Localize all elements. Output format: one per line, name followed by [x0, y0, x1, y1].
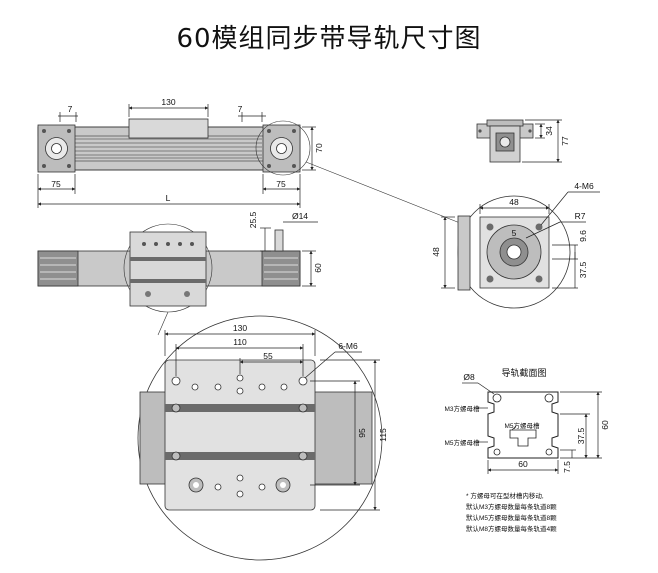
dim-75-right: 75 [276, 179, 286, 189]
dim-70: 70 [314, 143, 324, 153]
rail-note-3: 默认M5方螺母数量每条轨道8颗 [466, 513, 557, 522]
dim-55: 55 [263, 351, 273, 361]
dim-d8: Ø8 [463, 372, 475, 382]
page-title: 60模组同步带导轨尺寸图 [176, 24, 482, 54]
dim-75-left: 75 [51, 179, 61, 189]
dim-37-5-rail: 37.5 [576, 427, 586, 444]
dim-4-m6: 4-M6 [574, 181, 594, 191]
end-view: 34 77 [476, 119, 570, 163]
rail-profile [487, 391, 559, 459]
dim-60-rail-vertical: 60 [600, 420, 610, 430]
dim-d14: Ø14 [292, 211, 308, 221]
dim-60-rail-horizontal: 60 [518, 459, 528, 469]
dim-130-detail: 130 [233, 323, 247, 333]
rail-section-heading: 导轨截面图 [501, 367, 546, 378]
rail-note-2: 默认M3方螺母数量每条轨道8颗 [466, 502, 557, 511]
dim-r7: R7 [575, 211, 586, 221]
label-m5-slot: M5方螺母槽 [444, 438, 480, 447]
dim-115: 115 [378, 428, 388, 442]
dim-48-left: 48 [431, 247, 441, 257]
dim-110: 110 [233, 337, 247, 347]
dim-6-m6: 6-M6 [338, 341, 358, 351]
rail-note-4: 默认M8方螺母数量每条轨道4颗 [466, 524, 557, 533]
flange-detail: 48 48 4-M6 R7 5 9.6 37.5 [431, 181, 600, 309]
dim-60-side: 60 [313, 263, 323, 273]
dim-130-top: 130 [161, 97, 175, 107]
rail-note-1: * 方螺母可在型材槽内移动, [466, 491, 544, 500]
side-view: 25.5 Ø14 60 [37, 211, 323, 336]
label-m5-slot-inner: M5方螺母槽 [504, 421, 540, 430]
dim-25-5: 25.5 [248, 211, 258, 228]
dim-7-left: 7 [68, 104, 73, 114]
top-view: 130 7 7 70 75 75 L [37, 97, 466, 226]
dim-L: L [166, 193, 171, 203]
carriage-detail: 130 110 55 6-M6 95 115 [137, 315, 388, 561]
dim-37-5-flange: 37.5 [578, 261, 588, 278]
dim-34: 34 [544, 126, 554, 136]
top-detail-circle [255, 120, 311, 176]
dim-9-6: 9.6 [578, 230, 588, 242]
rail-section: 导轨截面图 Ø8 M3方螺母槽 M5方螺母槽 M5方螺母槽 60 37.5 [444, 367, 610, 533]
top-carriage [128, 118, 209, 139]
dim-5: 5 [512, 228, 517, 238]
dim-48-top: 48 [509, 197, 519, 207]
dim-95: 95 [357, 428, 367, 438]
dim-7-5: 7.5 [562, 461, 572, 473]
label-m3-slot: M3方螺母槽 [444, 404, 480, 413]
dim-7-right: 7 [238, 104, 243, 114]
dim-77: 77 [560, 136, 570, 146]
